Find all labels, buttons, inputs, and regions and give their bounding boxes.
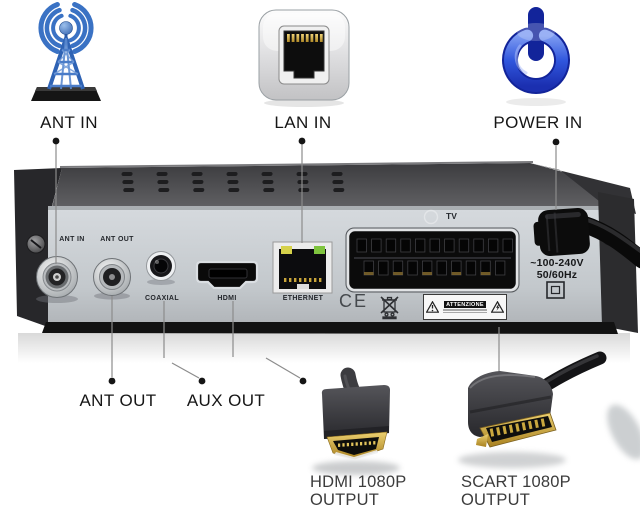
rj45-port-icon [258,9,350,107]
class2-insulation-icon [546,281,565,299]
coaxial-port-label: COAXIAL [145,295,179,302]
coaxial-port [146,251,176,285]
tv-port-label: TV [446,211,457,221]
ethernet-port [272,241,333,294]
weee-icon [380,296,399,320]
hdmi-cable-photo [312,367,400,475]
ant-in-port [36,256,78,303]
hdmi-port-label: HDMI [217,295,237,302]
power-in-callout-label: POWER IN [493,113,583,132]
tv-screw-mark [423,209,439,225]
warning-title: ATTENZIONE [444,301,486,308]
ce-mark: CE [339,291,369,311]
ant-out-port-label: ANT OUT [100,236,134,243]
frequency-text: 50/60Hz [536,269,578,281]
scart-output-line1: SCART 1080P [461,473,571,491]
leader-hdmi-photo [232,301,301,379]
ant-out-callout-label: ANT OUT [79,391,157,410]
lan-in-callout-label: LAN IN [274,113,332,132]
attenzione-warning-label: ATTENZIONE [423,294,507,320]
hdmi-output-line1: HDMI 1080P [310,473,407,491]
ant-in-callout-label: ANT IN [40,113,98,132]
hdmi-output-label: HDMI 1080P OUTPUT [310,473,406,509]
scart-output-line2: OUTPUT [461,491,531,509]
scart-port [345,227,520,293]
scart-output-label: SCART 1080P OUTPUT [461,473,571,509]
screw-icon-left [26,234,46,254]
warning-fine-print [443,309,487,311]
warning-fine-print [443,311,487,313]
voltage-text: ~100-240V [530,257,584,269]
top-face [52,163,612,207]
leader-lines [55,144,557,379]
leader-aux-out [163,301,200,379]
high-voltage-triangle-icon [491,301,504,313]
ant-out-port [93,258,131,300]
vent-slots [121,172,345,192]
power-rating: ~100-240V 50/60Hz [512,257,602,281]
ethernet-led-green [314,246,325,254]
power-cord [533,207,640,269]
ethernet-port-label: ETHERNET [282,295,324,302]
warning-triangle-icon [426,301,439,313]
bottom-strip [42,322,618,334]
antenna-tower-icon [31,2,101,101]
ethernet-led-yellow [281,246,292,254]
floor-shadow [18,333,630,363]
aux-out-callout-label: AUX OUT [186,391,266,410]
ant-in-port-label: ANT IN [59,236,85,243]
scart-cable-photo [458,351,640,468]
hdmi-output-line2: OUTPUT [310,491,380,509]
power-button-icon [502,7,570,106]
hdmi-port [195,260,259,290]
